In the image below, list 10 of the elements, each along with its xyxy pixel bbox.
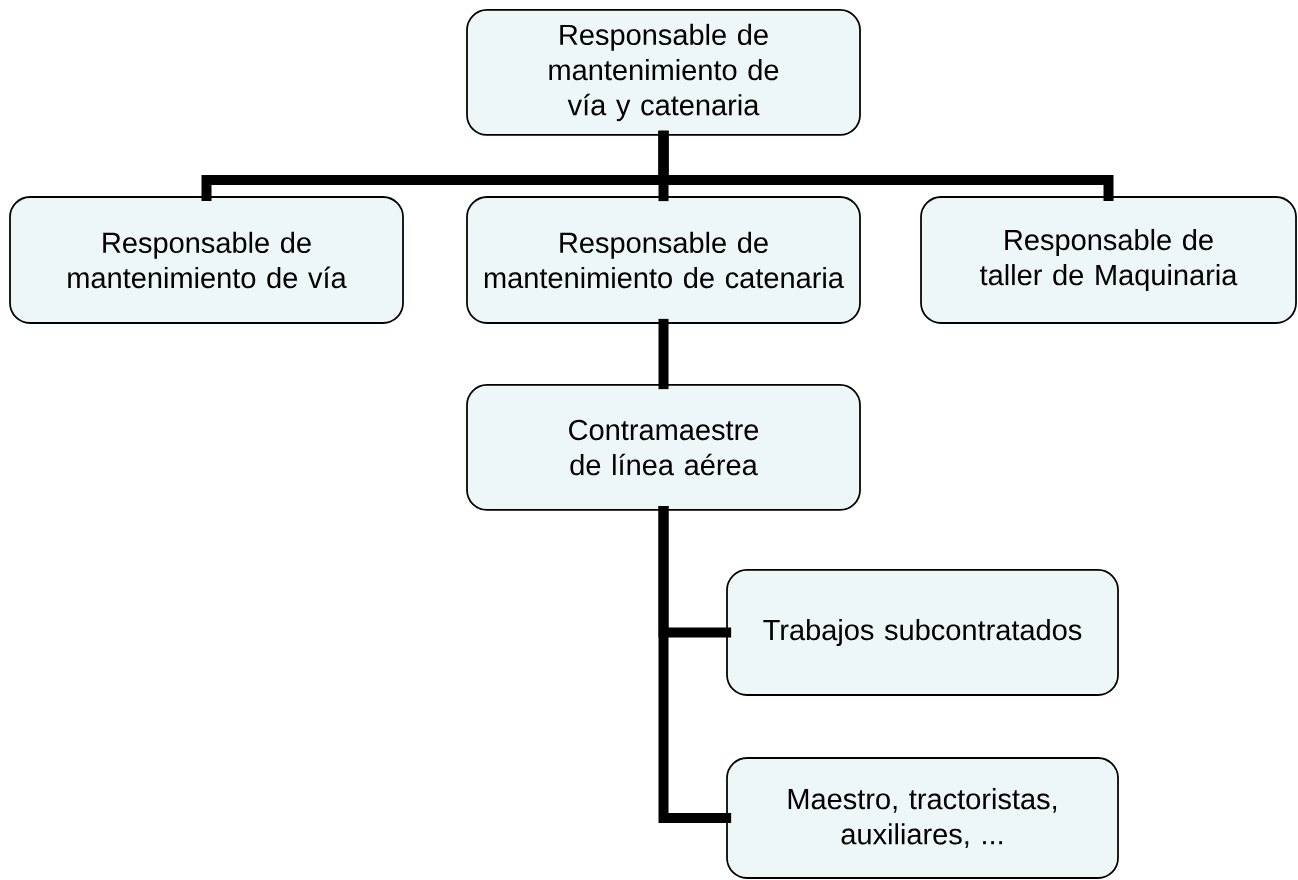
org-box: Contramaestre de línea aérea [466, 384, 861, 511]
org-box: Maestro, tractoristas, auxiliares, ... [726, 757, 1119, 879]
connector-line [658, 505, 732, 823]
org-box: Responsable de mantenimiento de catenaria [466, 196, 861, 324]
org-box: Responsable de taller de Maquinaria [920, 196, 1297, 324]
org-box: Responsable de mantenimiento de vía y catenaria [466, 9, 861, 136]
org-box: Trabajos subcontratados [726, 569, 1119, 696]
org-box: Responsable de mantenimiento de vía [9, 196, 404, 324]
connector-line [658, 318, 669, 390]
connector-line [658, 130, 1114, 202]
